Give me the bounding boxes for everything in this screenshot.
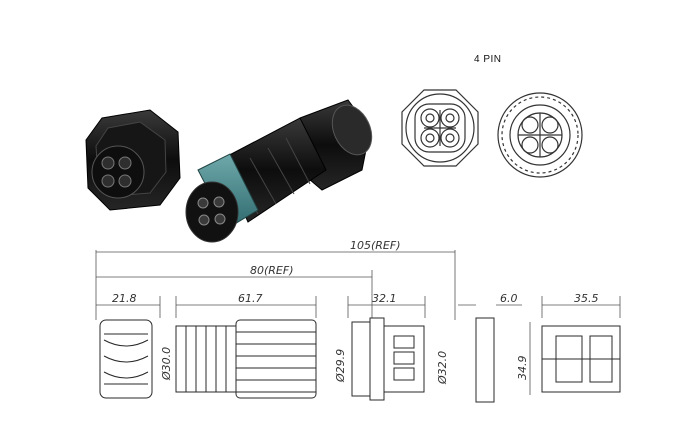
dim-height: 34.9 [516,356,529,381]
front-view-socket [497,92,583,178]
dim-flange-thickness: 6.0 [500,292,518,305]
dim-socket-length: 32.1 [372,292,397,305]
dim-nut: 21.8 [112,292,137,305]
pin-count-title: 4 PIN [474,54,502,65]
dim-diameter-3: Ø32.0 [436,351,449,385]
dim-diameter-2: Ø29.9 [334,349,347,383]
dim-body: 80(REF) [250,264,294,277]
panel-socket-render [85,109,181,211]
dim-plug: 61.7 [238,292,263,305]
side-profile [99,317,621,403]
dim-diameter-1: Ø30.0 [160,347,173,381]
dimension-lines [95,250,621,395]
dim-overall: 105(REF) [350,239,401,252]
cable-plug-render [185,99,373,243]
front-view-plug [401,89,479,167]
dim-panel-length: 35.5 [574,292,599,305]
